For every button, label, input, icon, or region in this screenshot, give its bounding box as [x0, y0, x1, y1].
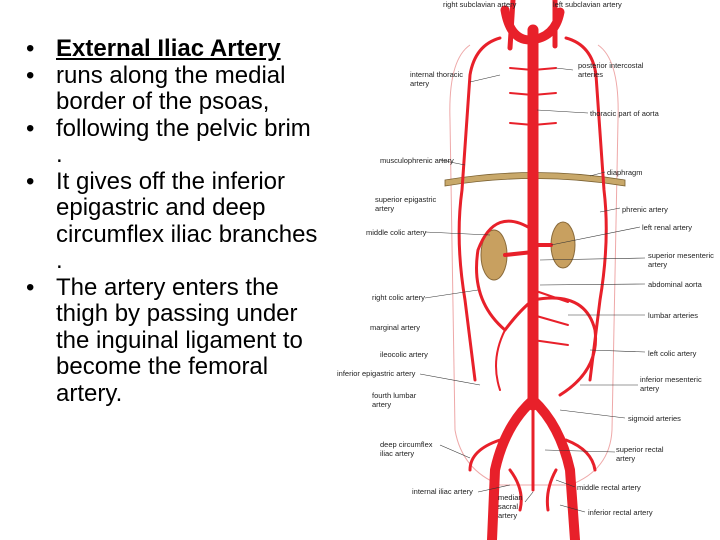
bullet-glyph: • [26, 273, 35, 301]
label-sigmoid: sigmoid arteries [628, 414, 681, 423]
label-abdominal-aorta: abdominal aorta [648, 280, 703, 289]
label-middle-rectal: middle rectal artery [577, 483, 641, 492]
label-lumbar: lumbar arteries [648, 311, 698, 320]
bullet-item: • runs along the medial border of the ps… [22, 61, 322, 116]
label-left-subclavian: left subclavian artery [553, 0, 622, 9]
bullet-glyph: • [26, 35, 35, 62]
bullet-glyph: • [26, 167, 35, 195]
heading-text: External Iliac Artery [56, 35, 281, 62]
diagram-labels: right subclavian artery left subclavian … [337, 0, 714, 520]
label-right-colic: right colic artery [372, 293, 425, 302]
label-inferior-rectal: inferior rectal artery [588, 508, 653, 517]
bullet-item: • The artery enters the thigh by passing… [22, 273, 322, 408]
label-marginal: marginal artery [370, 323, 420, 332]
bullet-list: • External Iliac Artery • runs along the… [22, 35, 322, 408]
bullet-text: following the pelvic brim . [56, 114, 311, 168]
label-internal-iliac: internal iliac artery [412, 487, 473, 496]
label-musculophrenic: musculophrenic artery [380, 156, 454, 165]
label-diaphragm: diaphragm [607, 168, 642, 177]
label-phrenic: phrenic artery [622, 205, 668, 214]
bullet-item-heading: • External Iliac Artery [22, 35, 322, 63]
label-inferior-epigastric: inferior epigastric artery [337, 369, 416, 378]
bullet-text: It gives off the inferior epigastric and… [56, 167, 318, 274]
arterial-tree [457, 0, 608, 540]
bullet-glyph: • [26, 114, 35, 142]
left-kidney [550, 221, 576, 269]
bullet-item: • following the pelvic brim . [22, 114, 322, 169]
label-left-colic: left colic artery [648, 349, 697, 358]
bullet-text: The artery enters the thigh by passing u… [56, 273, 303, 407]
bullet-glyph: • [26, 61, 35, 89]
body-outline [449, 44, 619, 486]
label-middle-colic: middle colic artery [366, 228, 427, 237]
label-ileocolic: ileocolic artery [380, 350, 428, 359]
label-left-renal: left renal artery [642, 223, 692, 232]
bullet-text: runs along the medial border of the psoa… [56, 61, 286, 115]
label-thoracic-aorta: thoracic part of aorta [590, 109, 660, 118]
bullet-item: • It gives off the inferior epigastric a… [22, 167, 322, 275]
arterial-anatomy-diagram: right subclavian artery left subclavian … [337, 0, 714, 540]
label-right-subclavian: right subclavian artery [443, 0, 517, 9]
diaphragm-shape [444, 172, 626, 187]
leader-lines [419, 67, 646, 513]
